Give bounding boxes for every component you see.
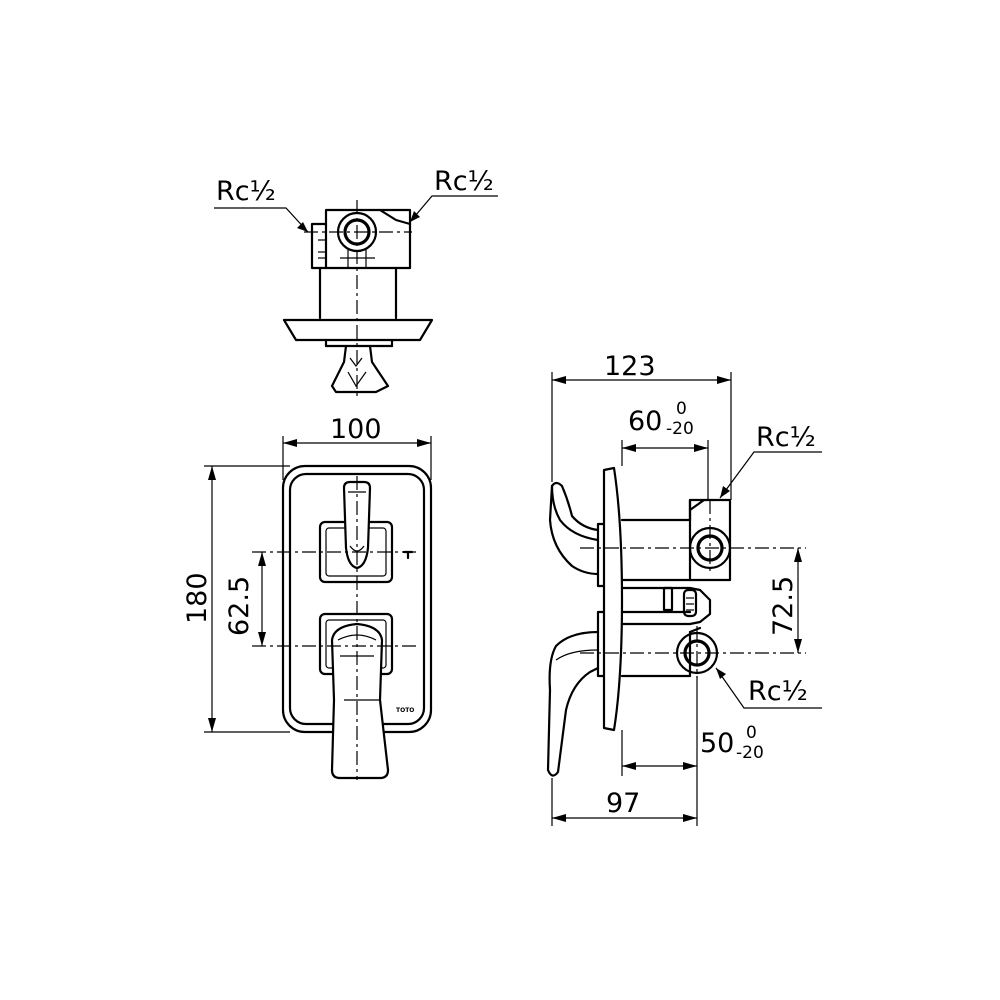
dim-180-label: 180 [182,572,213,624]
dim-72-5-label: 72.5 [768,576,799,636]
dim-60-tol-lower: -20 [666,419,694,439]
side-view-rc-upper-label: Rc½ [756,422,816,453]
side-view-wall-plate [602,466,624,732]
front-view-brand-mark: TOTO [396,707,414,714]
side-view-upper-barrel [596,522,606,588]
top-view-rc-left-label: Rc½ [216,176,276,207]
side-view-middle-slot [682,588,698,618]
dim-62-5-label: 62.5 [224,576,255,636]
side-view-leader-upper [719,451,822,499]
dim-50-label: 50 [700,728,734,759]
side-view-lower-barrel [596,610,606,678]
front-view-indicator-mark [402,550,414,560]
top-view-leader-right [409,195,498,223]
side-view-leader-lower [715,667,822,709]
top-view-body-side-left [310,222,328,270]
dim-60-label: 60 [628,406,662,437]
top-view-rc-right-label: Rc½ [434,166,494,197]
dim-123-label: 123 [604,351,656,382]
top-view: Rc½ Rc½ [214,166,498,398]
dim-50-tol-upper: 0 [746,723,757,743]
side-view-upper-handle [550,481,600,542]
front-view-lower-lever [330,622,390,780]
dim-50-tol-lower: -20 [736,743,764,763]
side-view-middle-connector [620,586,712,626]
top-view-leader-left [214,207,309,233]
side-view-rc-lower-label: Rc½ [748,676,808,707]
top-view-escutcheon [282,318,434,342]
front-view: TOTO 100 180 62.5 [182,414,433,780]
top-view-stem-column [318,266,398,320]
top-view-handle [330,344,390,394]
dim-60-tol-upper: 0 [676,399,687,419]
top-view-body-notch [378,208,412,226]
dim-100-label: 100 [330,414,382,445]
dim-97-label: 97 [606,788,640,819]
side-view: 123 60 0 -20 Rc½ 72.5 Rc½ 50 0 -20 [546,351,822,826]
side-view-lower-lever [546,630,600,777]
